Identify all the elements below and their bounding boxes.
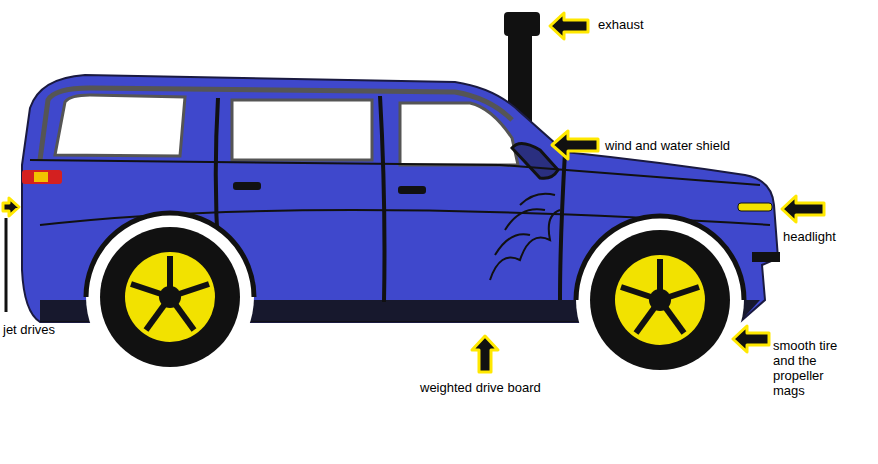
callout-arrow [552, 131, 598, 159]
door-line [380, 96, 385, 302]
rim [125, 252, 215, 342]
exhaust-cap [504, 12, 540, 36]
callout-arrow [550, 13, 588, 39]
wheel-arch [86, 213, 254, 381]
callout-arrow [3, 198, 19, 216]
rear-window [55, 95, 185, 156]
wheel-arch [576, 216, 744, 384]
leader-line [5, 218, 8, 312]
front-wheel [590, 230, 730, 370]
part-label: smooth tire and the propeller mags [773, 338, 847, 398]
callout-arrow [782, 196, 824, 222]
middle-window [232, 100, 372, 160]
part-label: headlight [783, 229, 836, 244]
part-label: wind and water shield [605, 138, 730, 153]
door-handle [398, 186, 426, 194]
rim-spokes [131, 256, 209, 330]
rim-spokes [621, 259, 699, 333]
part-label: exhaust [598, 17, 644, 32]
callout-arrow [733, 326, 769, 352]
door-line [560, 152, 565, 300]
part-label: jet drives [3, 322, 55, 337]
part-label: weighted drive board [420, 380, 541, 395]
front-window [400, 103, 518, 165]
tail-light [22, 170, 62, 184]
belt-line [30, 160, 760, 185]
hub [159, 286, 181, 308]
door-handle [233, 182, 261, 190]
body-scribble [490, 194, 560, 280]
callout-arrow [472, 336, 498, 372]
hub [649, 289, 671, 311]
rear-wheel [100, 227, 240, 367]
rim [615, 255, 705, 345]
front-bumper [752, 252, 780, 262]
callout-arrows [3, 13, 824, 372]
tail-light [34, 172, 48, 182]
side-mirror [512, 143, 558, 178]
tire [100, 227, 240, 367]
tire [590, 230, 730, 370]
headlight-lamp [738, 203, 772, 211]
